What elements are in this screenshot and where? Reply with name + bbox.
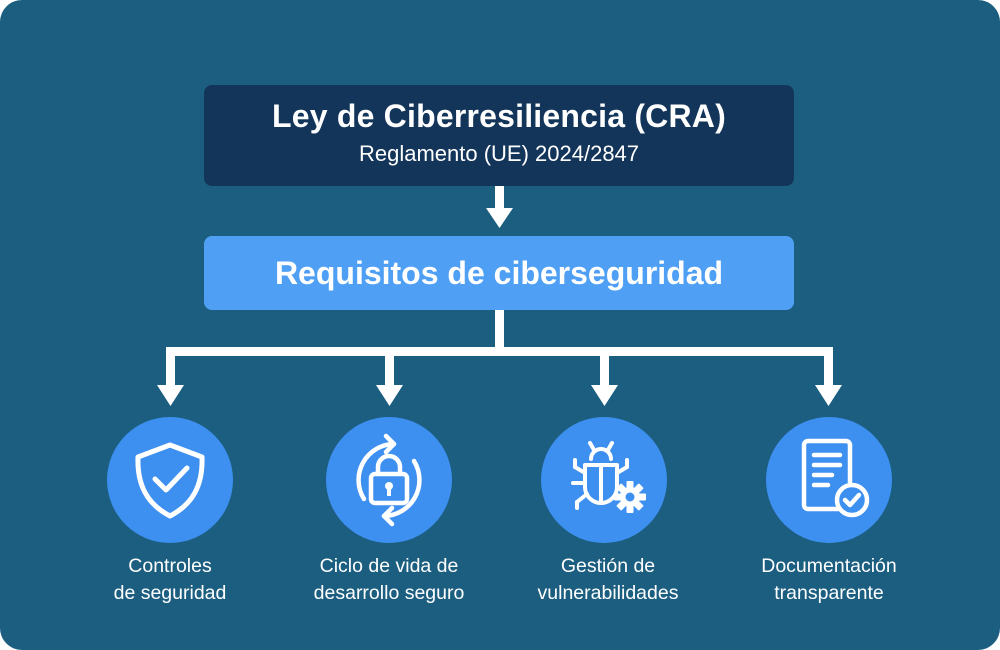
transparent-documentation-label: Documentación transparente: [761, 555, 897, 604]
vulnerability-management-label: Gestión de vulnerabilidades: [537, 555, 679, 604]
bug-gear-icon: [571, 441, 646, 513]
tree-branch-bar: [166, 347, 833, 356]
arrow-shaft-2: [385, 347, 394, 387]
arrow-shaft-1: [166, 347, 175, 387]
cra-title: Ley de Ciberresiliencia (CRA): [272, 98, 726, 134]
security-controls-label: Controles de seguridad: [113, 555, 227, 604]
security-controls-circle: [107, 417, 233, 543]
arrow-shaft-3: [600, 347, 609, 387]
cra-regulation-subtitle: Reglamento (UE) 2024/2847: [358, 141, 640, 166]
requirements-box: Requisitos de ciberseguridad: [204, 236, 794, 310]
transparent-documentation-circle: [766, 417, 892, 543]
lock-cycle-icon: [356, 433, 422, 527]
arrow-head-4: [815, 385, 842, 406]
vulnerability-management-circle: [541, 417, 667, 543]
arrow-head-1: [157, 385, 184, 406]
tree-trunk: [495, 310, 504, 351]
arrow-head-2: [376, 385, 403, 406]
document-check-icon: [801, 438, 870, 518]
cra-title-box: Ley de Ciberresiliencia (CRA) Reglamento…: [204, 85, 794, 186]
secure-lifecycle-label: Ciclo de vida de desarrollo seguro: [313, 555, 465, 604]
arrow-shaft-main: [495, 186, 504, 210]
arrow-head-main: [486, 208, 513, 228]
arrow-shaft-4: [824, 347, 833, 387]
secure-lifecycle-circle: [326, 417, 452, 543]
shield-check-icon: [135, 442, 205, 519]
arrow-head-3: [591, 385, 618, 406]
